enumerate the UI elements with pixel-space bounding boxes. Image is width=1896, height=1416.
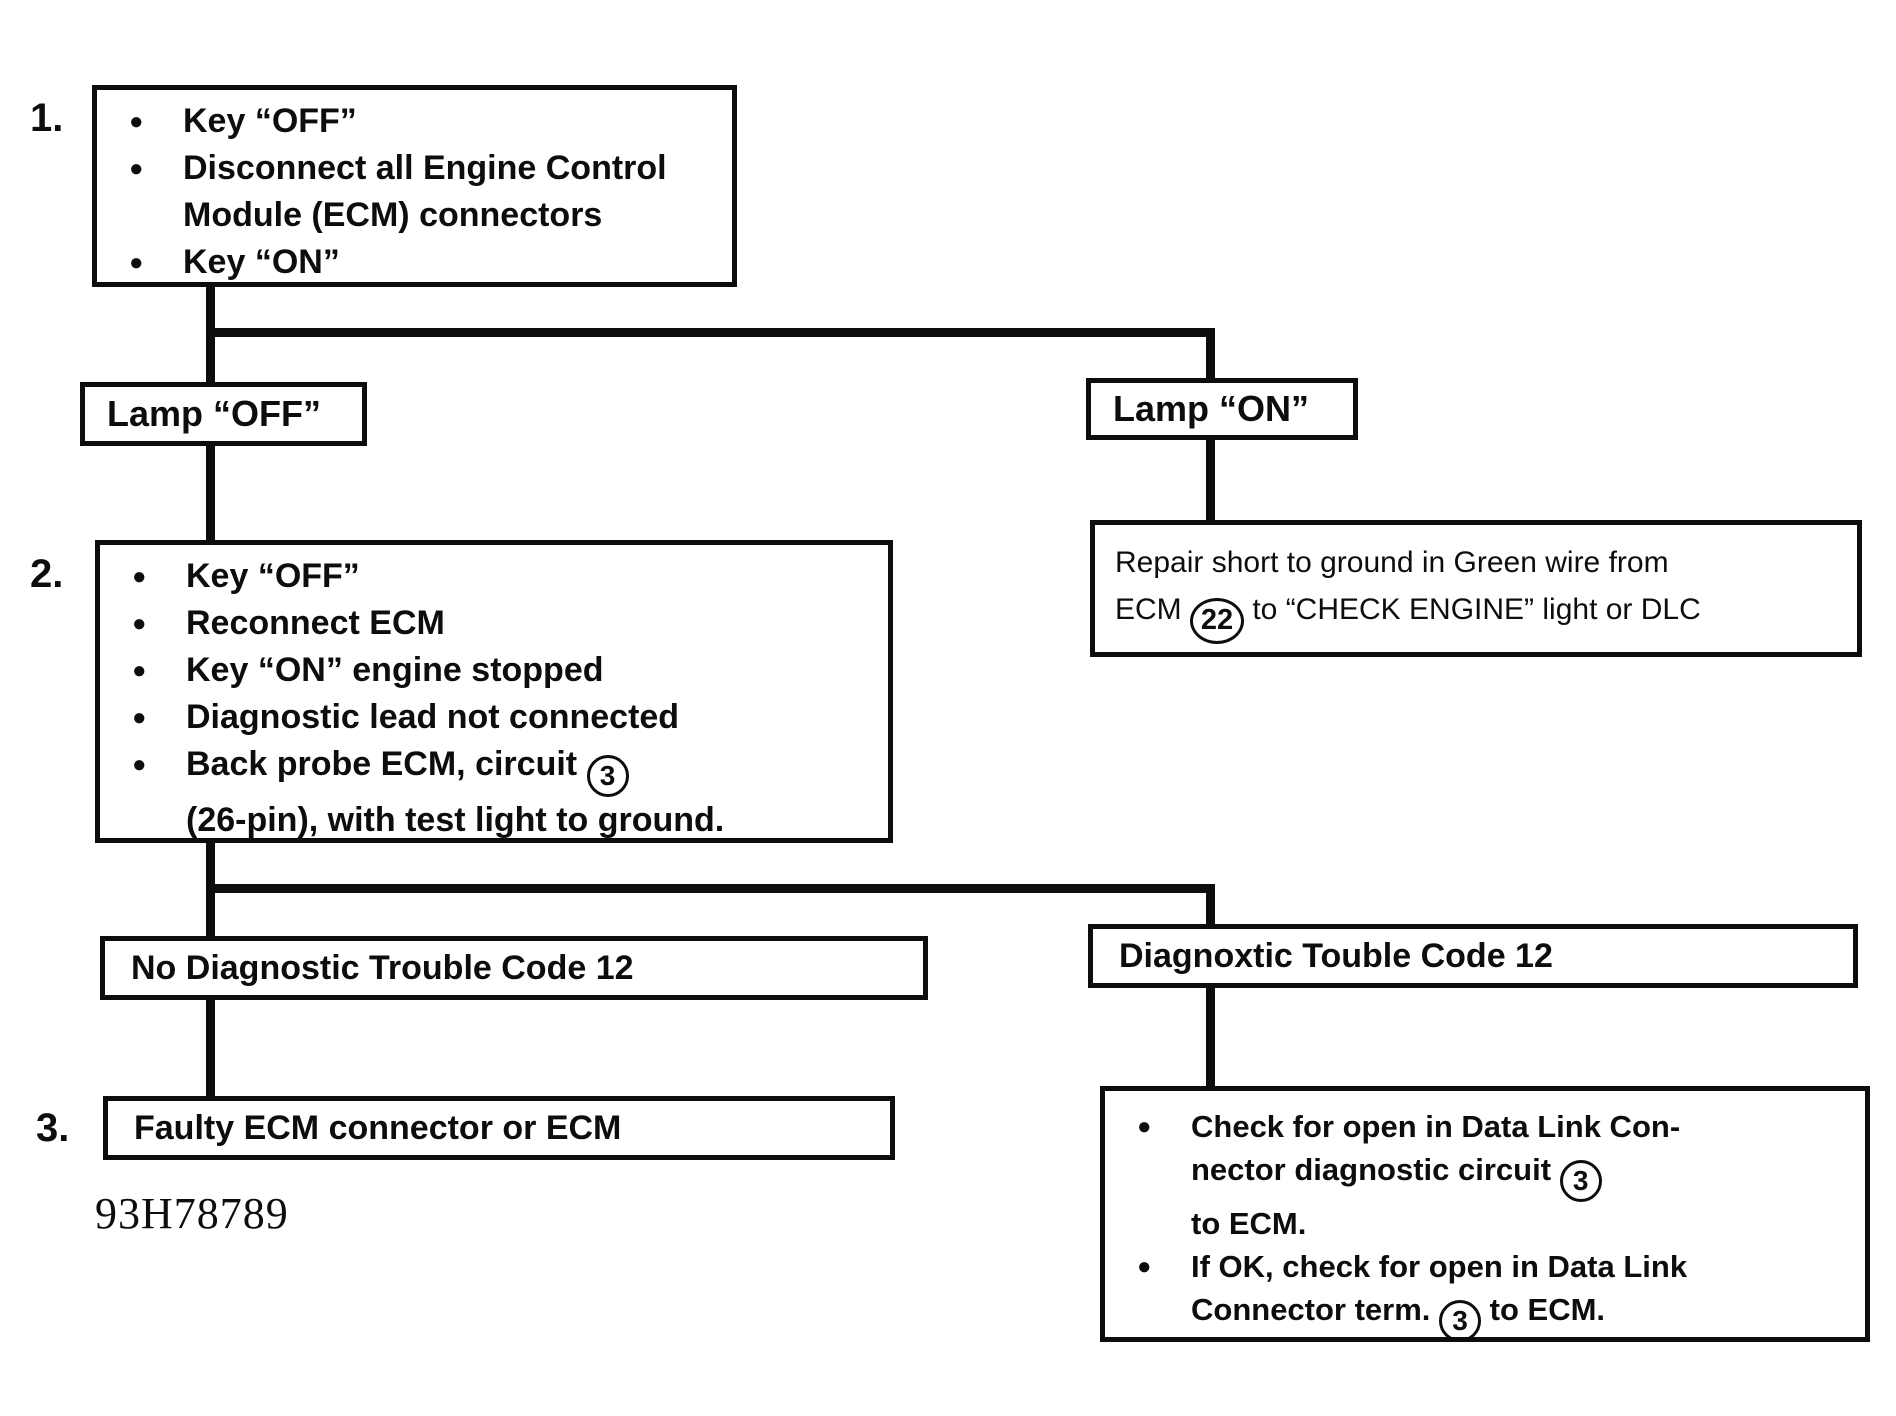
lamp-on-box: Lamp “ON” [1086,378,1358,440]
connector-branch-mid-horizontal [206,884,1215,893]
text-line: to ECM. [1191,1206,1307,1241]
bullet-item: ● Key “OFF” [113,98,724,145]
step-1-bullet-list: ● Key “OFF” ● Disconnect all Engine Control… [97,90,732,286]
bullet-dot-icon: ● [129,249,144,276]
bullet-dot-icon: ● [129,155,144,182]
bullet-dot-icon: ● [132,751,147,778]
connector-to-dtc12 [1206,884,1215,926]
bullet-text: Key “OFF” [186,553,880,600]
step-1-label: 1. [30,96,64,140]
bullet-dot-icon: ● [1137,1253,1152,1280]
lamp-off-label: Lamp “OFF” [107,393,321,434]
bullet-text: Back probe ECM, circuit 3 (26-pin), with … [186,741,880,844]
faulty-ecm-box: Faulty ECM connector or ECM [103,1096,895,1160]
figure-id: 93H78789 [95,1189,289,1238]
text-line: Check for open in Data Link Con- [1191,1109,1681,1144]
no-dtc-12-label: No Diagnostic Trouble Code 12 [131,948,634,987]
bullet-text: Diagnostic lead not connected [186,694,880,741]
check-open-bullet-list: ● Check for open in Data Link Con-nector … [1105,1091,1865,1342]
bullet-dot-icon: ● [1137,1113,1152,1140]
circled-number: 3 [1439,1300,1482,1342]
text-line: ECM 22 to “CHECK ENGINE” light or DLC [1115,586,1857,644]
faulty-ecm-label: Faulty ECM connector or ECM [134,1108,622,1147]
text-line: nector diagnostic circuit 3 [1191,1148,1857,1202]
bullet-text: Reconnect ECM [186,600,880,647]
text-line: Key “ON” [183,243,340,281]
bullet-item: ● Key “ON” [113,239,724,286]
text-line: (26-pin), with test light to ground. [186,801,725,839]
bullet-text: Key “ON” [183,239,724,286]
bullet-text: Key “ON” engine stopped [186,647,880,694]
no-dtc-12-box: No Diagnostic Trouble Code 12 [100,936,928,1000]
bullet-dot-icon: ● [132,704,147,731]
bullet-dot-icon: ● [132,657,147,684]
bullet-text: Check for open in Data Link Con-nector d… [1191,1105,1857,1245]
connector-dtc12-to-check [1206,986,1215,1088]
connector-lamp-on-to-repair [1206,438,1215,522]
circled-number: 22 [1190,597,1244,644]
text-line: Module (ECM) connectors [183,196,603,234]
text-line: Repair short to ground in Green wire fro… [1115,546,1669,579]
bullet-dot-icon: ● [132,563,147,590]
connector-lamp-off-to-step2 [206,444,215,542]
bullet-item: ● Back probe ECM, circuit 3 (26-pin), with… [116,741,880,844]
bullet-dot-icon: ● [132,610,147,637]
step-3-label: 3. [36,1106,70,1150]
bullet-item: ● Key “OFF” [116,553,880,600]
text-line: If OK, check for open in Data Link [1191,1249,1688,1284]
text-line: Key “OFF” [183,102,357,140]
step-2-label: 2. [30,552,64,596]
step-2-box: ● Key “OFF” ● Reconnect ECM ● Key “ON” engine… [95,540,893,843]
bullet-text: Key “OFF” [183,98,724,145]
text-line: Key “OFF” [186,557,360,595]
circled-number: 3 [1559,1160,1602,1202]
step-1-box: ● Key “OFF” ● Disconnect all Engine Control… [92,85,737,287]
repair-short-box: Repair short to ground in Green wire fro… [1090,520,1862,657]
bullet-item: ● Check for open in Data Link Con-nector … [1121,1105,1857,1245]
dtc-12-box: Diagnoxtic Touble Code 12 [1088,924,1858,988]
connector-to-lamp-on [1206,328,1215,382]
text-line: Back probe ECM, circuit 3 [186,741,880,797]
bullet-dot-icon: ● [129,108,144,135]
text-line: Diagnostic lead not connected [186,698,680,736]
text-line: Reconnect ECM [186,604,445,642]
text-line: Key “ON” engine stopped [186,651,604,689]
dtc-12-label: Diagnoxtic Touble Code 12 [1119,936,1553,975]
bullet-item: ● Reconnect ECM [116,600,880,647]
circled-number: 3 [586,755,629,797]
bullet-item: ● Key “ON” engine stopped [116,647,880,694]
connector-branch-top-horizontal [206,328,1215,337]
bullet-item: ● Diagnostic lead not connected [116,694,880,741]
lamp-off-box: Lamp “OFF” [80,382,367,446]
lamp-on-label: Lamp “ON” [1113,388,1310,429]
connector-nodtc-to-faulty [206,998,215,1098]
text-line: Connector term. 3 to ECM. [1191,1288,1857,1342]
text-line: Disconnect all Engine Control [183,149,667,187]
step-2-bullet-list: ● Key “OFF” ● Reconnect ECM ● Key “ON” engine… [100,545,888,844]
check-open-box: ● Check for open in Data Link Con-nector … [1100,1086,1870,1342]
